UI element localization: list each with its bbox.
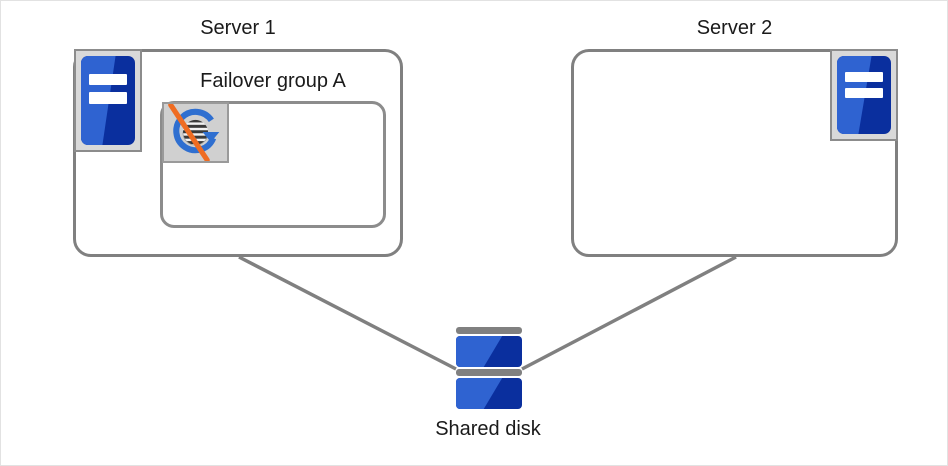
server-icon-body	[837, 56, 891, 134]
disabled-slash	[168, 104, 210, 161]
failover-resource-stopped-icon	[162, 102, 229, 163]
disk-cap	[456, 369, 522, 376]
server-icon-bar-bottom	[88, 92, 128, 105]
connection-server2-to-disk	[521, 255, 737, 371]
disk-unit	[456, 369, 522, 409]
server-icon-body	[81, 56, 135, 145]
server2-machine-icon	[830, 49, 898, 141]
server-icon-bar-bottom	[844, 87, 884, 99]
server2-title: Server 2	[696, 17, 773, 39]
disk-body	[456, 336, 522, 367]
server1-machine-icon	[74, 49, 142, 152]
disk-unit	[456, 327, 522, 367]
server-icon-bar-top	[844, 71, 884, 82]
server1-title: Server 1	[200, 17, 276, 39]
circular-arrow-head	[202, 132, 220, 143]
disk-body	[456, 378, 522, 409]
shared-disk-title: Shared disk	[435, 418, 541, 440]
shared-disk-icon	[456, 327, 522, 409]
failover-group-title: Failover group A	[200, 70, 346, 92]
circular-arrow	[173, 108, 217, 154]
server-icon-bar-top	[88, 73, 128, 86]
connection-server1-to-disk	[238, 255, 457, 371]
disk-cap	[456, 327, 522, 334]
